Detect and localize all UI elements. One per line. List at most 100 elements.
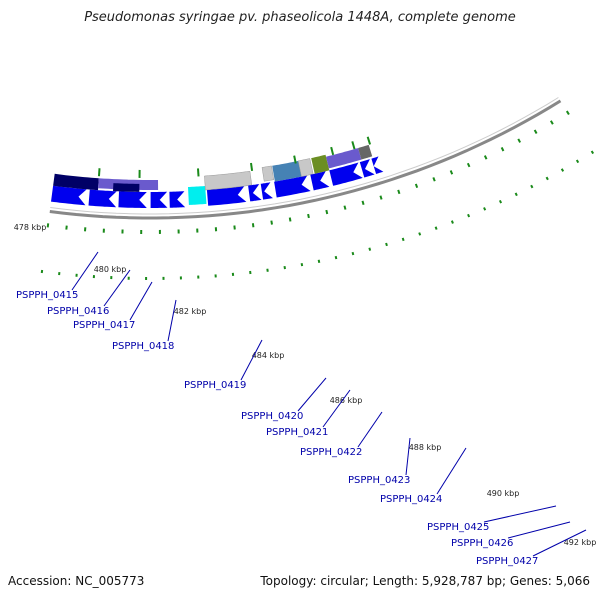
middle-dot (361, 200, 365, 206)
gene-label[interactable]: PSPPH_0417 (73, 320, 135, 331)
middle-dot (549, 120, 554, 125)
middle-dot (270, 220, 273, 225)
outer-dot (483, 207, 487, 211)
leader-line (129, 281, 153, 321)
feature-block (310, 171, 330, 191)
outer-dot (575, 159, 580, 164)
topology-summary: Topology: circular; Length: 5,928,787 bp… (260, 574, 590, 588)
kbp-tick (330, 146, 335, 156)
outer-dot (560, 168, 565, 172)
feature-block (204, 170, 253, 191)
leader-line (436, 447, 467, 495)
outer-dot (434, 226, 438, 230)
kbp-label: 484 kbp (252, 351, 285, 360)
gene-label[interactable]: PSPPH_0421 (266, 427, 328, 438)
backbone-outer (49, 99, 562, 220)
outer-dot (450, 220, 454, 224)
kbp-label: 486 kbp (330, 396, 363, 405)
middle-dot (432, 177, 436, 182)
backbone-inner (50, 97, 559, 215)
feature-block (88, 189, 117, 208)
gene-label[interactable]: PSPPH_0425 (427, 522, 489, 533)
map-title: Pseudomonas syringae pv. phaseolicola 14… (84, 10, 516, 25)
feature-block (53, 173, 99, 191)
gene-label[interactable]: PSPPH_0419 (184, 380, 246, 391)
outer-dot (530, 184, 534, 189)
gene-label[interactable]: PSPPH_0422 (300, 447, 362, 458)
feature-block (358, 144, 373, 160)
outer-dot (401, 237, 405, 242)
feature-block (371, 156, 384, 174)
outer-dot (545, 176, 549, 181)
feature-block (297, 158, 314, 177)
feature-block (359, 159, 375, 178)
middle-dot (517, 138, 522, 143)
middle-dot (325, 209, 329, 215)
gene-label[interactable]: PSPPH_0420 (241, 411, 303, 422)
outer-dot (300, 262, 304, 267)
leader-line (532, 529, 587, 557)
kbp-label: 478 kbp (14, 223, 47, 232)
middle-dot (414, 183, 419, 189)
middle-dotted-ring (46, 110, 570, 234)
feature-block (274, 175, 311, 198)
outer-dot (467, 213, 471, 218)
leader-line (357, 411, 383, 448)
middle-dot (565, 110, 570, 116)
gene-label[interactable]: PSPPH_0418 (112, 341, 174, 352)
feature-block (329, 162, 363, 186)
leader-line (71, 251, 99, 291)
gene-label[interactable]: PSPPH_0423 (348, 475, 410, 486)
gene-label[interactable]: PSPPH_0426 (451, 538, 513, 549)
kbp-tick (97, 168, 101, 177)
kbp-label: 480 kbp (94, 265, 127, 274)
feature-block (311, 154, 330, 174)
middle-dot (449, 170, 454, 175)
genome-backbone (49, 97, 562, 220)
outer-dot (514, 192, 518, 197)
feature-block (118, 191, 147, 208)
outer-dot (351, 251, 355, 256)
leader-line (297, 377, 327, 412)
feature-track (51, 144, 384, 208)
feature-block (169, 191, 186, 208)
middle-dot (288, 217, 292, 222)
feature-block (248, 184, 262, 202)
middle-dot (466, 162, 471, 168)
feature-block (261, 165, 275, 182)
outer-dot (334, 255, 338, 260)
middle-dot (533, 129, 538, 135)
feature-block (326, 148, 362, 169)
kbp-label: 490 kbp (487, 489, 520, 498)
middle-dot (500, 146, 505, 152)
leader-line (322, 389, 351, 428)
gene-label[interactable]: PSPPH_0424 (380, 494, 442, 505)
gene-label[interactable]: PSPPH_0415 (16, 290, 78, 301)
kbp-tick (351, 141, 356, 150)
middle-dot (251, 223, 255, 228)
outer-dot (418, 232, 422, 236)
gene-label[interactable]: PSPPH_0416 (47, 306, 109, 317)
outer-dot (590, 150, 595, 155)
kbp-label: 492 kbp (564, 538, 597, 547)
leader-line (483, 505, 557, 523)
feature-block (51, 185, 87, 206)
kbp-tick (366, 136, 372, 145)
middle-dot (379, 195, 383, 200)
kbp-tick (250, 162, 254, 172)
kbp-label: 482 kbp (174, 307, 207, 316)
feature-block (206, 186, 247, 206)
middle-dot (343, 205, 347, 210)
label-leaders (71, 251, 587, 557)
feature-block (113, 183, 140, 192)
gene-labels: PSPPH_0415PSPPH_0416PSPPH_0417PSPPH_0418… (16, 290, 538, 567)
middle-dot (307, 213, 310, 219)
leader-line (167, 299, 177, 342)
accession-text: Accession: NC_005773 (8, 574, 145, 588)
leader-line (507, 521, 571, 539)
leader-line (103, 269, 131, 307)
gene-label[interactable]: PSPPH_0427 (476, 556, 538, 567)
feature-block (272, 160, 302, 182)
leader-line (405, 437, 411, 476)
